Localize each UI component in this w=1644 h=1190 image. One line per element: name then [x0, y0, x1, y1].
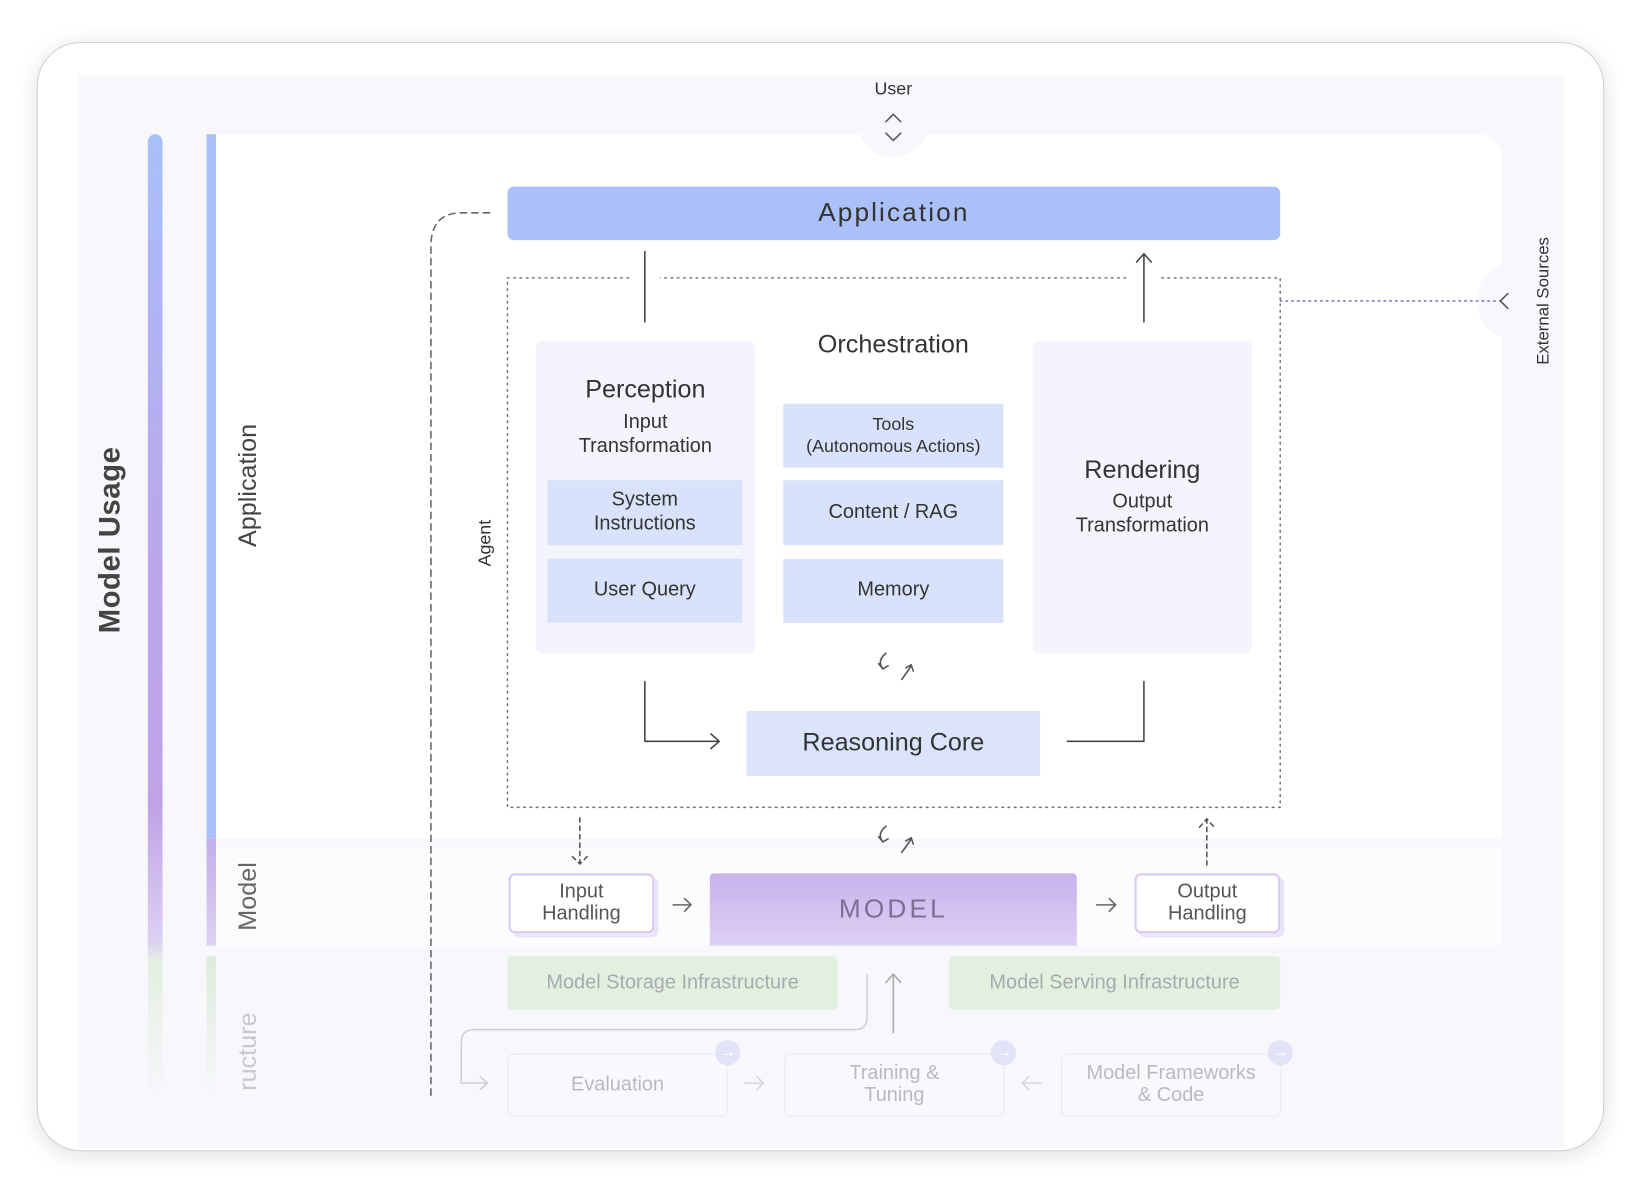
model-cycle-icon	[877, 825, 915, 854]
storage-to-evaluation-link	[460, 974, 868, 1091]
orchestration-title: Orchestration	[817, 330, 969, 359]
evaluation-to-training-arrow	[743, 1076, 765, 1091]
core-to-rendering-link	[1066, 680, 1145, 743]
model-storage-infrastructure-box: Model Storage Infrastructure	[507, 956, 838, 1010]
model-layer-bar	[206, 838, 216, 946]
orchestration-cycle-icon	[877, 652, 915, 681]
infrastructure-layer-bar	[206, 956, 216, 1096]
application-bar: Application	[507, 186, 1281, 241]
application-bar-label: Application	[818, 198, 970, 228]
evaluation-box: Evaluation	[507, 1053, 728, 1117]
training-link-icon: →	[990, 1040, 1016, 1066]
frameworks-to-training-arrow	[1021, 1076, 1042, 1091]
reasoning-core-box: Reasoning Core	[746, 710, 1041, 776]
model-to-output-arrow	[1095, 897, 1117, 912]
agent-to-input-arrow	[571, 817, 588, 865]
input-handling-box: Input Handling	[508, 873, 655, 934]
infra-to-model-arrow	[885, 973, 902, 1034]
frameworks-link-icon: →	[1267, 1040, 1293, 1066]
rendering-panel	[1032, 340, 1252, 654]
application-layer-bar	[206, 134, 216, 839]
system-instructions-box: System Instructions	[547, 480, 743, 546]
agent-boundary	[506, 277, 1282, 809]
rendering-link-arrow	[1135, 252, 1153, 323]
model-frameworks-box: Model Frameworks & Code	[1061, 1053, 1282, 1117]
user-query-box: User Query	[547, 558, 743, 623]
output-handling-box: Output Handling	[1134, 873, 1281, 934]
agent-dashed-link	[430, 212, 491, 1097]
perception-to-core-arrow	[644, 680, 721, 750]
external-chevron-icon	[1499, 292, 1509, 310]
model-label: MODEL	[838, 894, 948, 924]
input-to-model-arrow	[672, 897, 692, 912]
tools-box: Tools (Autonomous Actions)	[783, 403, 1004, 468]
evaluation-link-icon: →	[715, 1040, 741, 1066]
rendering-subtitle: Output Transformation	[1075, 490, 1209, 537]
output-to-agent-arrow	[1198, 818, 1215, 866]
model-usage-bar	[147, 134, 163, 1096]
training-tuning-box: Training & Tuning	[784, 1053, 1005, 1117]
user-label: User	[874, 78, 913, 99]
reasoning-core-label: Reasoning Core	[802, 728, 985, 758]
memory-box: Memory	[783, 558, 1004, 623]
user-chevron-up-icon	[885, 113, 902, 123]
rendering-title: Rendering	[1084, 456, 1201, 485]
perception-subtitle: Input Transformation	[578, 411, 712, 457]
user-chevron-down-icon	[885, 132, 902, 142]
content-rag-box: Content / RAG	[783, 480, 1004, 546]
perception-title: Perception	[585, 375, 706, 404]
model-serving-infrastructure-box: Model Serving Infrastructure	[948, 956, 1281, 1010]
model-box: MODEL	[709, 873, 1077, 946]
